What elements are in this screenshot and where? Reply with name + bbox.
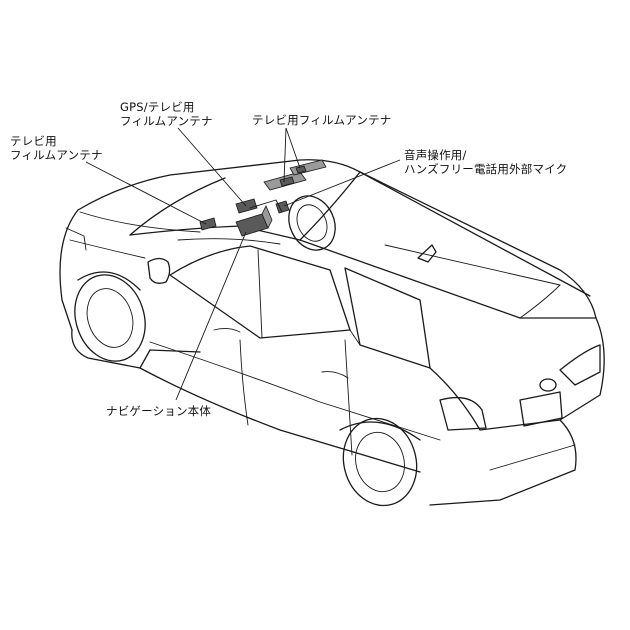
label-line: 音声操作用/: [404, 148, 467, 162]
label-gps-tv-film-antenna: GPS/テレビ用 フィルムアンテナ: [120, 100, 213, 128]
rear-wheel: [339, 417, 421, 507]
label-microphone: 音声操作用/ ハンズフリー電話用外部マイク: [404, 148, 567, 176]
tv-film-antenna-top-part: [263, 159, 327, 191]
label-line: ハンズフリー電話用外部マイク: [404, 162, 568, 176]
label-tv-film-antenna-top: テレビ用フィルムアンテナ: [252, 113, 391, 127]
label-tv-film-antenna-left: テレビ用 フィルムアンテナ: [10, 134, 103, 162]
label-line: フィルムアンテナ: [10, 148, 103, 162]
front-wheel: [74, 271, 146, 362]
microphone-part: [275, 200, 290, 214]
label-line: GPS/テレビ用: [120, 100, 195, 114]
leader-lines: [85, 127, 401, 401]
label-line: ナビゲーション本体: [106, 404, 212, 418]
label-navigation-unit: ナビゲーション本体: [106, 404, 211, 418]
label-line: テレビ用: [10, 134, 57, 148]
car-body: [59, 159, 605, 506]
label-line: フィルムアンテナ: [120, 114, 213, 128]
label-line: テレビ用フィルムアンテナ: [252, 113, 392, 127]
navigation-unit-part: [235, 199, 283, 237]
gps-tv-film-antenna-part: [235, 198, 258, 214]
tv-film-antenna-left-part: [199, 217, 217, 231]
